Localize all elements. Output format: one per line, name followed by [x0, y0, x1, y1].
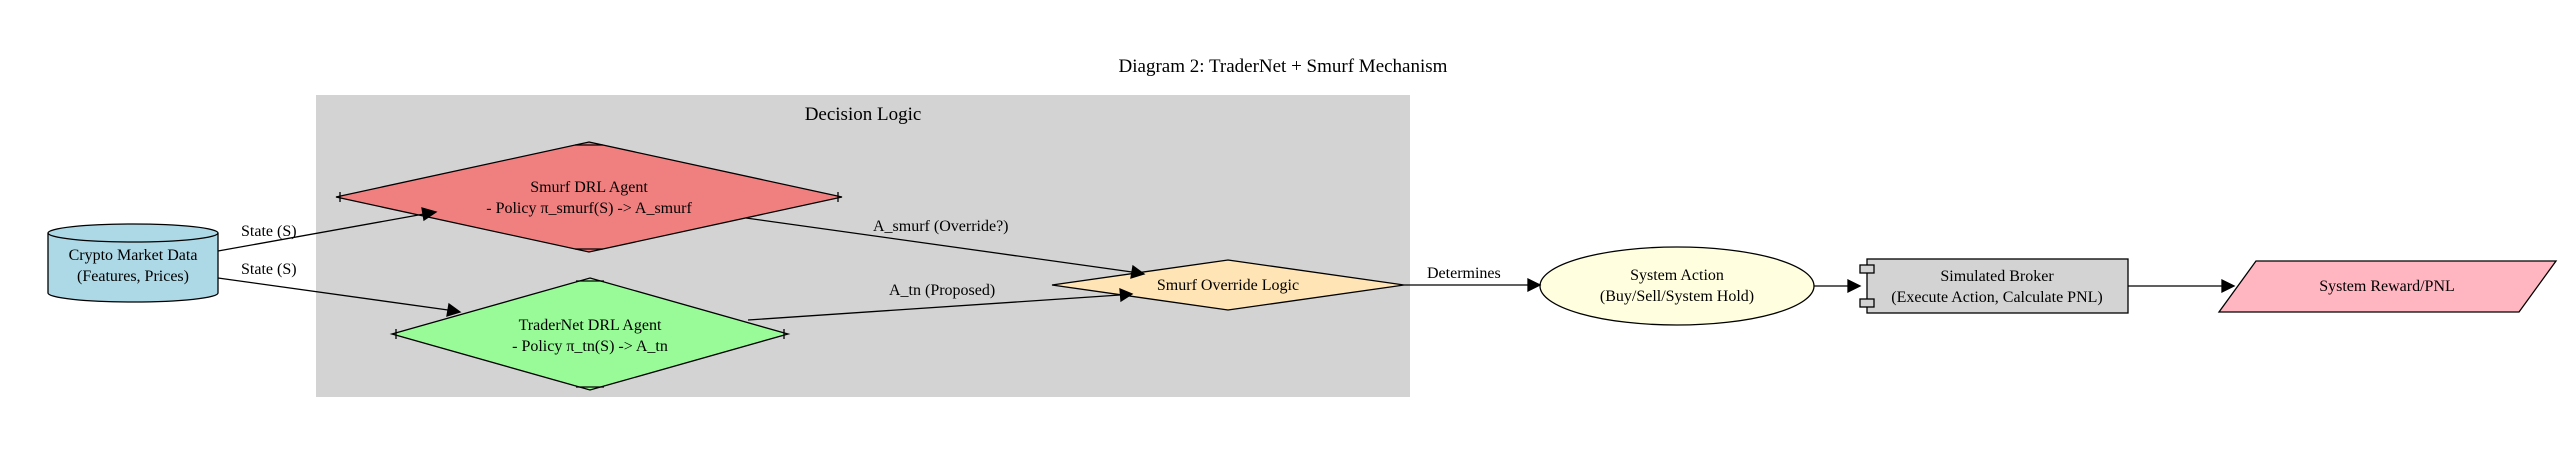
ellipse-shape	[1539, 246, 1815, 326]
edge-tradernet-to-override: A_tn (Proposed)	[747, 282, 1134, 321]
arrowhead	[421, 207, 438, 222]
diagram-title: Diagram 2: TraderNet + Smurf Mechanism	[1119, 56, 1448, 77]
cylinder-top-rim	[47, 232, 219, 243]
node-system-action[interactable]: System Action (Buy/Sell/System Hold)	[1539, 246, 1815, 326]
node-simulated-broker[interactable]: Simulated Broker (Execute Action, Calcul…	[1859, 258, 2129, 314]
node-label-line1: TraderNet DRL Agent	[519, 317, 662, 334]
diamond-corner-marks	[339, 144, 839, 250]
edge-line	[217, 213, 425, 252]
edge-line	[217, 277, 449, 311]
arrowhead	[1119, 287, 1134, 303]
edge-label: State (S)	[241, 223, 297, 240]
arrowhead	[1130, 264, 1146, 279]
edge-label: State (S)	[241, 261, 297, 278]
node-system-reward[interactable]: System Reward/PNL	[2217, 260, 2558, 313]
edge-smurf-to-override: A_smurf (Override?)	[745, 217, 1146, 279]
cylinder-body	[47, 223, 219, 303]
node-label-line2: (Features, Prices)	[77, 268, 189, 285]
edge-label: A_tn (Proposed)	[889, 282, 995, 299]
node-label-line2: - Policy π_tn(S) -> A_tn	[512, 338, 668, 355]
node-label-line1: System Reward/PNL	[2319, 278, 2455, 295]
node-tradernet-drl-agent[interactable]: TraderNet DRL Agent - Policy π_tn(S) -> …	[389, 277, 791, 391]
edge-data-to-smurf: State (S)	[217, 207, 438, 252]
component-tab-bottom	[1859, 298, 1875, 308]
component-tab-top	[1859, 264, 1875, 274]
arrowhead	[446, 302, 462, 317]
edge-action-to-broker	[1814, 278, 1862, 294]
edge-override-to-action: Determines	[1404, 265, 1542, 293]
node-smurf-drl-agent[interactable]: Smurf DRL Agent - Policy π_smurf(S) -> A…	[335, 141, 843, 253]
node-label-line2: (Buy/Sell/System Hold)	[1600, 288, 1754, 305]
node-label-line1: Smurf DRL Agent	[530, 179, 648, 196]
node-label-line1: Simulated Broker	[1940, 268, 2054, 285]
edge-label: Determines	[1427, 265, 1501, 282]
diamond-corner-marks	[395, 280, 785, 388]
node-label-line1: Crypto Market Data	[69, 247, 198, 264]
arrowhead	[1847, 278, 1862, 294]
arrowhead	[1527, 277, 1542, 293]
cluster-label: Decision Logic	[805, 104, 922, 125]
component-body	[1866, 258, 2129, 314]
diamond-shape	[389, 277, 791, 391]
edge-line	[747, 294, 1121, 321]
edge-line	[745, 217, 1133, 273]
arrowhead	[2221, 278, 2236, 294]
node-label-line1: Smurf Override Logic	[1157, 277, 1299, 294]
edge-data-to-tradernet: State (S)	[217, 261, 462, 317]
diamond-shape	[335, 141, 843, 253]
parallelogram-shape	[2217, 260, 2558, 313]
node-label-line2: (Execute Action, Calculate PNL)	[1891, 289, 2102, 306]
edge-broker-to-reward	[2128, 278, 2236, 294]
edge-label: A_smurf (Override?)	[873, 218, 1009, 235]
node-crypto-market-data[interactable]: Crypto Market Data (Features, Prices)	[47, 223, 219, 303]
node-label-line2: - Policy π_smurf(S) -> A_smurf	[486, 200, 692, 217]
node-label-line1: System Action	[1630, 267, 1724, 284]
